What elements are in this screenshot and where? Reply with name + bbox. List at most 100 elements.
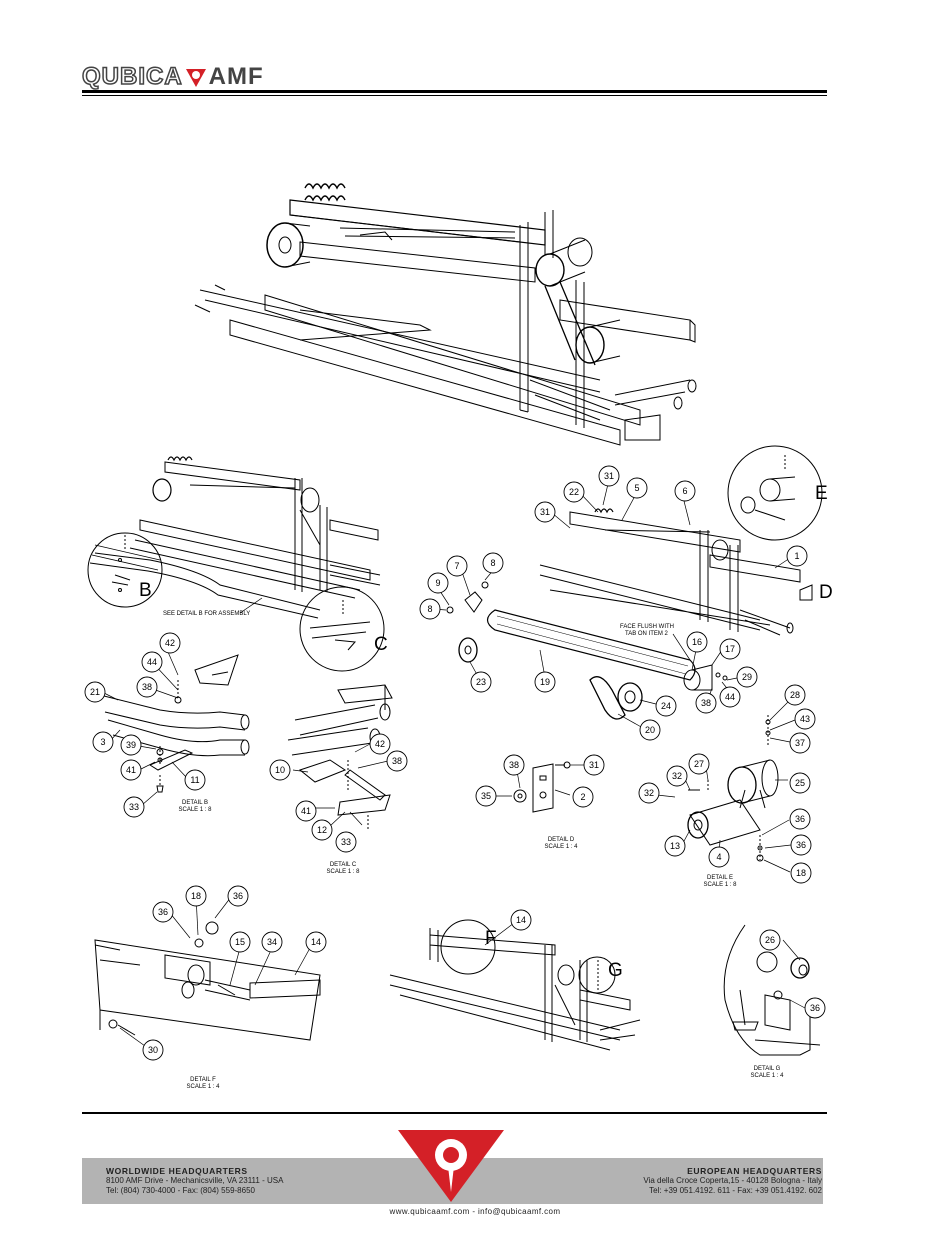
callout-number: 6: [682, 486, 687, 496]
caption-detail-e-title: DETAIL E: [707, 875, 733, 881]
detail-b-circle: [87, 532, 163, 608]
callout-number: 31: [540, 507, 550, 517]
callout-circle: [719, 638, 741, 660]
callout-circle: [261, 931, 283, 953]
caption-detail-e-scale: SCALE 1 : 8: [703, 882, 737, 888]
callout-circle: [475, 785, 497, 807]
callout-circle: [92, 731, 114, 753]
brand-logo: QUBICA AMF: [81, 62, 264, 91]
callout-number: 26: [765, 935, 775, 945]
callout-number: 32: [672, 771, 682, 781]
callout-circle: [572, 786, 594, 808]
callout-number: 8: [427, 604, 432, 614]
callout-circle: [695, 692, 717, 714]
callout-circle: [674, 480, 696, 502]
callout-circle: [626, 477, 648, 499]
header-rule-thin: [82, 95, 827, 96]
callout-circle: [794, 708, 816, 730]
brand-name-right: AMF: [208, 63, 264, 90]
callout-number: 4: [716, 852, 721, 862]
worldwide-hq: WORLDWIDE HEADQUARTERS 8100 AMF Drive - …: [106, 1166, 283, 1196]
callout-circle: [789, 772, 811, 794]
overview-assembly-de: [539, 508, 801, 636]
callout-circle: [84, 681, 106, 703]
callout-circle: [804, 997, 826, 1019]
european-hq-phone: Tel: +39 051.4192. 611 - Fax: +39 051.41…: [649, 1186, 822, 1195]
callout-circle: [790, 862, 812, 884]
callout-number: 41: [126, 765, 136, 775]
overview-assembly-bc: [129, 456, 381, 599]
callout-number: 25: [795, 778, 805, 788]
callout-circle: [120, 759, 142, 781]
callout-circle: [789, 732, 811, 754]
callout-number: 21: [90, 687, 100, 697]
callout-number: 31: [589, 760, 599, 770]
callout-circle: [664, 835, 686, 857]
callout-circle: [227, 885, 249, 907]
callout-number: 30: [148, 1045, 158, 1055]
detail-letter-g: G: [608, 960, 623, 981]
detail-letter-f: F: [485, 928, 497, 949]
detail-g-circle: [578, 956, 616, 994]
callout-number: 19: [540, 677, 550, 687]
callout-circle: [229, 931, 251, 953]
brand-name-left: QUBICA: [81, 62, 183, 91]
callout-number: 42: [165, 638, 175, 648]
bracket-16-17: [683, 664, 728, 691]
european-hq-title: EUROPEAN HEADQUARTERS: [687, 1166, 822, 1176]
callout-number: 11: [190, 775, 199, 785]
callout-circle: [142, 1039, 164, 1061]
callout-number: 8: [490, 558, 495, 568]
callout-circle: [534, 501, 556, 523]
callout-circle: [184, 769, 206, 791]
callout-number: 14: [516, 915, 526, 925]
callout-number: 35: [481, 791, 491, 801]
website-email[interactable]: www.qubicaamf.com - info@qubicaamf.com: [389, 1207, 561, 1216]
callout-circle: [510, 909, 532, 931]
detail-letter-b: B: [139, 580, 152, 601]
callout-number: 37: [795, 738, 805, 748]
detail-letter-d: D: [819, 582, 833, 603]
callout-circle: [305, 931, 327, 953]
worldwide-hq-title: WORLDWIDE HEADQUARTERS: [106, 1166, 248, 1176]
caption-detail-b-scale: SCALE 1 : 8: [178, 807, 212, 813]
callout-circle: [446, 555, 468, 577]
callout-circle: [563, 481, 585, 503]
callout-number: 18: [191, 891, 201, 901]
callout-circle: [786, 545, 808, 567]
callout-circle: [655, 695, 677, 717]
callout-circle: [736, 666, 758, 688]
european-hq: EUROPEAN HEADQUARTERS Via della Croce Co…: [643, 1166, 822, 1196]
pulley-23: [458, 637, 478, 663]
belt-20: [589, 676, 626, 720]
callout-circle: [427, 572, 449, 594]
footer-rule: [82, 1112, 827, 1114]
callout-number: 38: [509, 760, 519, 770]
caption-detail-b-title: DETAIL B: [182, 800, 208, 806]
detail-letter-c: C: [374, 634, 388, 655]
callout-number: 17: [725, 644, 735, 654]
callout-number: 12: [317, 825, 327, 835]
callout-circle: [136, 676, 158, 698]
callout-circle: [386, 750, 408, 772]
callout-circle: [598, 465, 620, 487]
callout-number: 36: [795, 814, 805, 824]
detail-c-parts: [287, 684, 393, 830]
callout-number: 44: [725, 692, 735, 702]
callout-circle: [159, 632, 181, 654]
detail-parts-7-9: [446, 581, 489, 614]
callout-circle: [311, 819, 333, 841]
callout-number: 18: [796, 868, 806, 878]
belt-19: [486, 609, 696, 681]
caption-detail-g-title: DETAIL G: [754, 1066, 781, 1072]
callout-circle: [638, 782, 660, 804]
detail-d-marker: [799, 584, 813, 601]
callout-number: 38: [142, 682, 152, 692]
callout-number: 23: [476, 677, 486, 687]
note-see-detail-b: SEE DETAIL B FOR ASSEMBLY: [163, 611, 250, 617]
callout-number: 15: [235, 937, 245, 947]
callout-number: 5: [634, 483, 639, 493]
callout-circle: [686, 631, 708, 653]
